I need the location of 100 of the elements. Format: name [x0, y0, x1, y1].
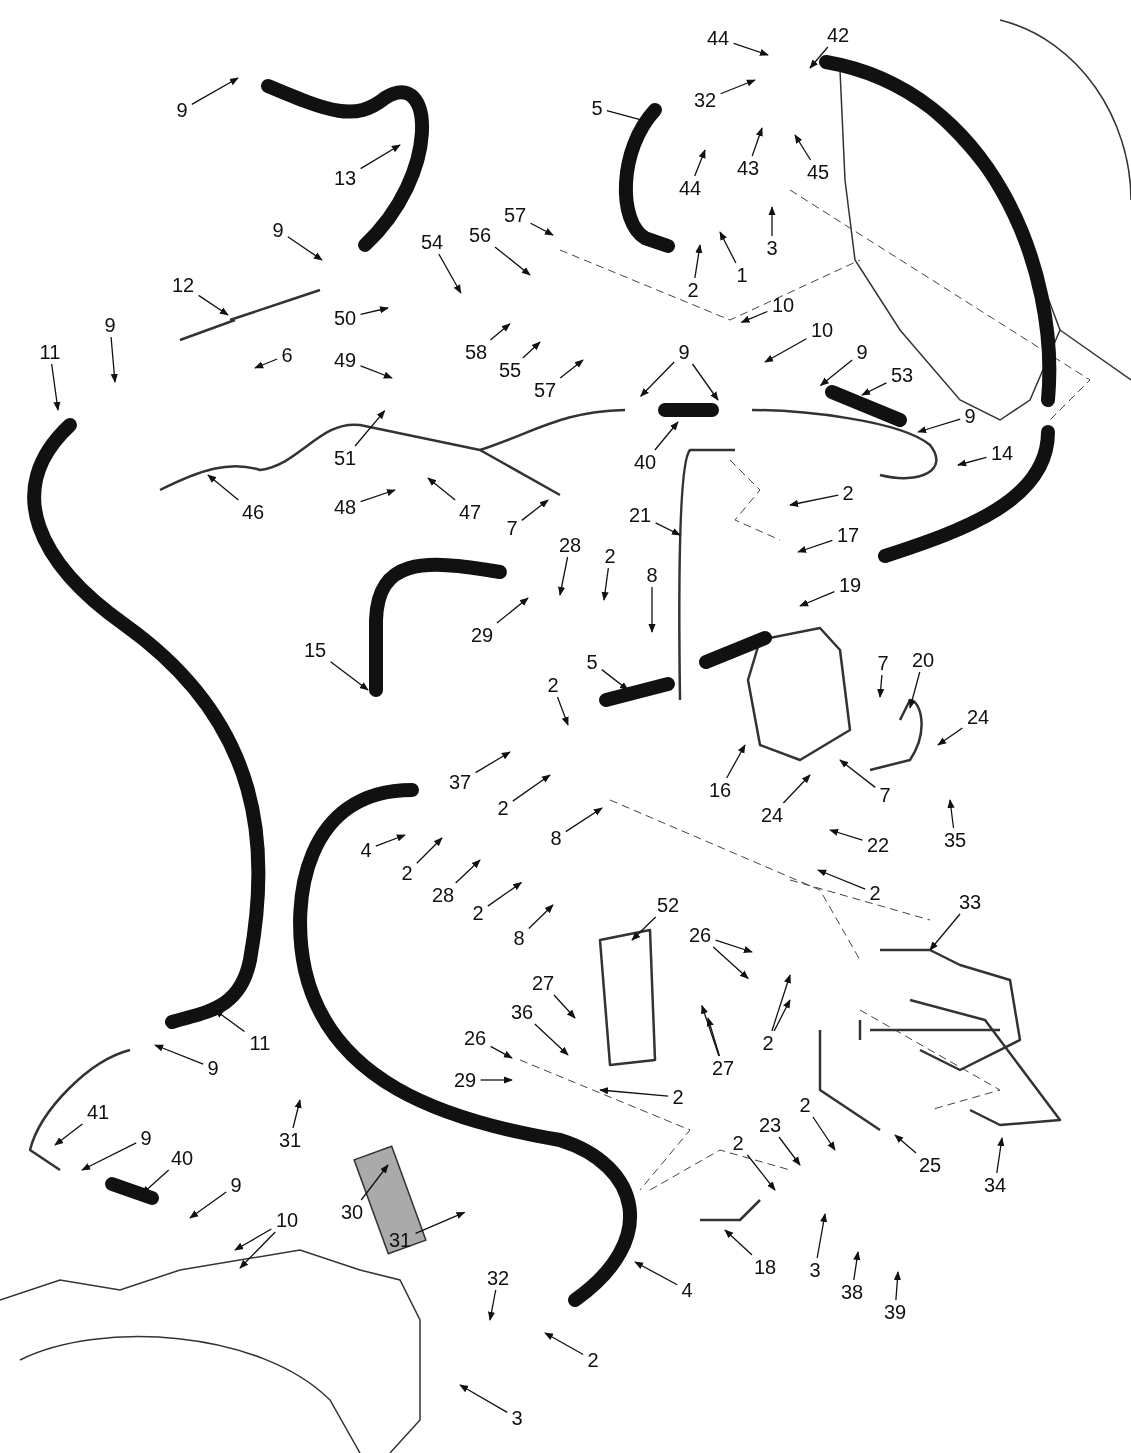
leader-line [726, 744, 746, 779]
callout-number: 2 [868, 882, 882, 904]
callout-number: 9 [855, 341, 869, 363]
leader-line [908, 671, 921, 709]
callout-number: 42 [825, 24, 851, 46]
leader-line [359, 144, 401, 170]
callout-number: 12 [170, 274, 196, 296]
leader-line [778, 1136, 801, 1166]
callout-number: 58 [463, 341, 489, 363]
callout-number: 13 [332, 167, 358, 189]
callout-number: 15 [302, 639, 328, 661]
leader-line [719, 231, 737, 264]
leader-line [794, 134, 812, 161]
leader-line [654, 522, 681, 536]
callout-number: 55 [497, 359, 523, 381]
leader-line [631, 916, 657, 941]
leader-line [559, 359, 584, 379]
callout-number: 23 [757, 1114, 783, 1136]
callout-number: 38 [839, 1281, 865, 1303]
leader-line [359, 489, 396, 503]
callout-number: 2 [603, 545, 617, 567]
leader-line [893, 1271, 901, 1301]
leader-line [599, 1087, 669, 1097]
leader-line [764, 338, 808, 363]
callout-number: 35 [942, 829, 968, 851]
leader-line [287, 236, 323, 261]
leader-line [929, 913, 961, 951]
leader-line [522, 341, 541, 359]
leader-line [917, 418, 961, 434]
callout-number: 9 [963, 405, 977, 427]
leader-line [479, 1076, 513, 1084]
callout-number: 54 [419, 231, 445, 253]
leader-line [496, 597, 529, 624]
leader-line [197, 294, 229, 316]
leader-line [797, 539, 834, 553]
callout-number: 53 [889, 364, 915, 386]
callout-number: 2 [671, 1086, 685, 1108]
callout-number: 18 [752, 1256, 778, 1278]
leader-line [732, 42, 769, 56]
callout-number: 32 [485, 1267, 511, 1289]
leader-line [782, 774, 811, 804]
callout-number: 10 [274, 1209, 300, 1231]
leader-line [487, 881, 522, 907]
leader-line [553, 994, 576, 1019]
callout-number: 4 [680, 1279, 694, 1301]
callout-number: 10 [770, 294, 796, 316]
leader-line [375, 834, 406, 847]
callout-number: 50 [332, 307, 358, 329]
leader-line [957, 456, 988, 467]
callout-number: 28 [557, 534, 583, 556]
callout-number: 3 [765, 237, 779, 259]
callout-number: 5 [585, 651, 599, 673]
callout-number: 2 [400, 862, 414, 884]
leader-line [489, 1045, 513, 1059]
callout-number: 21 [627, 504, 653, 526]
callout-number: 5 [590, 97, 604, 119]
callout-number: 34 [982, 1174, 1008, 1196]
callout-number: 2 [841, 482, 855, 504]
callout-number: 40 [632, 451, 658, 473]
leader-line [714, 939, 753, 953]
callout-number: 37 [447, 771, 473, 793]
callout-number: 7 [876, 652, 890, 674]
leader-line [751, 127, 763, 157]
callout-number: 7 [505, 517, 519, 539]
leader-line [359, 365, 393, 379]
leader-line [529, 222, 554, 236]
leader-line [54, 1123, 84, 1146]
callout-number: 8 [549, 827, 563, 849]
callout-number: 24 [965, 706, 991, 728]
callout-number: 27 [710, 1057, 736, 1079]
leader-line [740, 310, 769, 323]
callout-number: 57 [532, 379, 558, 401]
callout-number: 9 [229, 1174, 243, 1196]
leader-line [654, 421, 679, 451]
callout-number: 36 [509, 1001, 535, 1023]
leader-line [189, 1191, 227, 1219]
leader-line [521, 499, 549, 522]
leader-line [819, 359, 853, 387]
callout-number: 16 [707, 779, 733, 801]
callout-number: 43 [735, 157, 761, 179]
callout-number: 2 [761, 1032, 775, 1054]
callout-number: 56 [467, 224, 493, 246]
callout-number: 9 [175, 99, 189, 121]
callout-number: 19 [837, 574, 863, 596]
callout-number: 11 [38, 341, 62, 363]
callout-number: 27 [530, 972, 556, 994]
leader-line [640, 361, 675, 397]
callout-number: 2 [686, 279, 700, 301]
leader-line [254, 358, 278, 369]
callout-number: 9 [206, 1057, 220, 1079]
leader-line [724, 1229, 753, 1256]
callout-number: 44 [677, 177, 703, 199]
leader-line [329, 661, 369, 691]
leader-line [488, 1289, 497, 1321]
leader-line [768, 206, 776, 237]
leader-line [829, 829, 864, 841]
leader-line [427, 477, 456, 501]
callout-number: 52 [655, 894, 681, 916]
callout-number: 26 [462, 1027, 488, 1049]
leader-line [110, 336, 118, 383]
